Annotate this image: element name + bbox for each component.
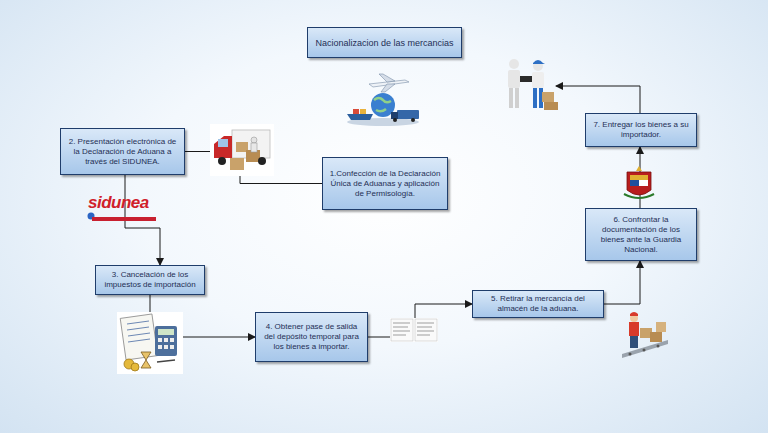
taxes-illustration-part xyxy=(157,360,175,362)
flow-connector xyxy=(604,261,640,304)
truck-illustration-part xyxy=(214,136,232,158)
emblem-illustration-part xyxy=(624,194,654,198)
document-illustration-part xyxy=(415,319,437,341)
delivery-illustration-part xyxy=(509,88,513,108)
document-illustration-part xyxy=(393,323,434,335)
taxes-illustration-part xyxy=(164,338,168,342)
text-group: 1.Confección de la Declaración Única de … xyxy=(328,169,442,199)
process-box: 2. Presentación electrónica de la Declar… xyxy=(60,128,185,175)
text-group: 4. Obtener pase de salida del depósito t… xyxy=(261,322,362,352)
truck-illustration-part xyxy=(251,137,257,143)
taxes-illustration xyxy=(117,312,183,374)
delivery-illustration-part xyxy=(542,92,554,102)
emblem-illustration-part xyxy=(630,180,639,186)
warehouse-illustration-part xyxy=(629,353,632,356)
transport-illustration xyxy=(343,72,423,128)
taxes-illustration-part xyxy=(117,312,183,374)
taxes-illustration-part xyxy=(170,338,174,342)
document-illustration-part xyxy=(391,319,413,341)
truck-illustration-part xyxy=(210,124,274,176)
box-text: Nacionalizacion de las mercancias xyxy=(315,37,453,49)
transport-illustration-part xyxy=(379,74,395,82)
warehouse-illustration xyxy=(620,310,670,362)
transport-illustration-part xyxy=(381,84,395,92)
transport-illustration-part xyxy=(353,109,359,114)
taxes-illustration-part xyxy=(155,326,177,356)
emblem-illustration-part xyxy=(636,166,642,171)
box-text: 4. Obtener pase de salida del depósito t… xyxy=(261,322,362,352)
box-text: 7. Entregar los bienes a su importador. xyxy=(591,120,691,140)
text-group: 2. Presentación electrónica de la Declar… xyxy=(66,137,179,167)
transport-illustration-part xyxy=(397,110,419,119)
taxes-illustration-part xyxy=(170,345,174,349)
text-group: 6. Confrontar la documentación de los bi… xyxy=(591,215,691,255)
box-text: 5. Retirar la mercancía del almacén de l… xyxy=(478,294,598,314)
box-text: 6. Confrontar la documentación de los bi… xyxy=(591,215,691,255)
transport-illustration-part xyxy=(411,118,415,122)
taxes-illustration-part xyxy=(120,314,158,360)
logo-text: sidunea xyxy=(88,194,149,212)
taxes-illustration-part xyxy=(158,329,174,335)
warehouse-illustration-part xyxy=(643,349,646,352)
text-group: 3. Cancelación de los impuestos de impor… xyxy=(101,270,199,290)
emblem-illustration-part xyxy=(639,180,648,186)
sidunea-logo-part xyxy=(92,217,156,221)
transport-illustration-part xyxy=(374,98,391,111)
transport-illustration-part xyxy=(393,118,397,122)
box-text: 1.Confección de la Declaración Única de … xyxy=(328,169,442,199)
text-group: Nacionalizacion de las mercancias xyxy=(315,37,453,49)
process-box: 6. Confrontar la documentación de los bi… xyxy=(585,208,697,261)
warehouse-illustration-part xyxy=(657,345,660,348)
delivery-illustration-part xyxy=(520,76,532,82)
delivery-illustration-part xyxy=(532,72,544,88)
transport-illustration-part xyxy=(391,112,398,119)
process-box: 3. Cancelación de los impuestos de impor… xyxy=(95,265,205,295)
taxes-illustration-part xyxy=(158,338,162,342)
truck-illustration-part xyxy=(251,143,257,152)
truck-illustration-part xyxy=(218,157,226,165)
taxes-illustration-part xyxy=(158,345,162,349)
delivery-illustration xyxy=(498,56,562,112)
truck-illustration-part xyxy=(258,157,266,165)
process-box: 7. Entregar los bienes a su importador. xyxy=(585,113,697,147)
document-illustration-part xyxy=(390,318,438,342)
box-text: 2. Presentación electrónica de la Declar… xyxy=(66,137,179,167)
delivery-illustration-part xyxy=(533,88,537,108)
warehouse-illustration-part xyxy=(629,322,639,336)
warehouse-illustration-part xyxy=(650,332,662,342)
delivery-illustration-part xyxy=(533,60,545,64)
transport-illustration-part xyxy=(347,114,373,120)
delivery-illustration-part xyxy=(508,70,520,88)
taxes-illustration-part xyxy=(164,345,168,349)
taxes-illustration-part xyxy=(127,321,150,342)
emblem-illustration-part xyxy=(630,175,648,180)
process-box: 4. Obtener pase de salida del depósito t… xyxy=(255,312,368,362)
title-box: Nacionalizacion de las mercancias xyxy=(307,27,462,58)
delivery-illustration-part xyxy=(509,59,519,69)
document-illustration xyxy=(390,318,438,342)
text-group: 5. Retirar la mercancía del almacén de l… xyxy=(478,294,598,314)
warehouse-illustration-part xyxy=(622,340,668,358)
emblem-illustration xyxy=(622,166,656,202)
box-text: 3. Cancelación de los impuestos de impor… xyxy=(101,270,199,290)
emblem-illustration-part xyxy=(627,172,651,195)
warehouse-illustration-part xyxy=(656,322,666,332)
delivery-illustration-part xyxy=(544,102,558,110)
taxes-illustration-part xyxy=(131,363,139,371)
truck-illustration-part xyxy=(230,158,244,170)
leader-line xyxy=(556,86,640,113)
taxes-illustration-part xyxy=(141,352,151,368)
warehouse-illustration-part xyxy=(630,336,638,348)
process-box: 5. Retirar la mercancía del almacén de l… xyxy=(472,290,604,318)
process-box: 1.Confección de la Declaración Única de … xyxy=(322,157,448,210)
transport-illustration-part xyxy=(360,109,366,114)
warehouse-illustration-part xyxy=(630,312,638,316)
delivery-illustration-part xyxy=(515,88,519,108)
truck-illustration xyxy=(210,124,274,176)
text-group: 7. Entregar los bienes a su importador. xyxy=(591,120,691,140)
truck-illustration-part xyxy=(218,139,228,147)
